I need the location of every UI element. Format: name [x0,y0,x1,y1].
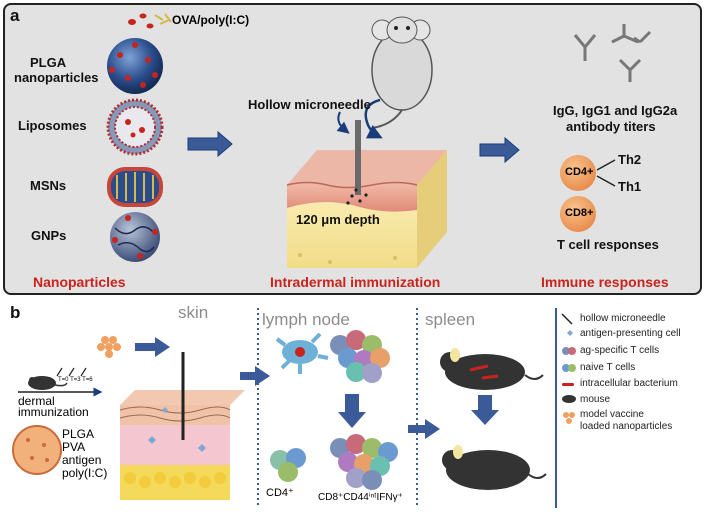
arrow-lymph-down-icon [338,394,366,428]
plga-label-line1: PLGA [30,55,67,70]
spleen-header: spleen [425,310,476,329]
cd8-cluster-icon [330,434,398,490]
plga-nanoparticle-icon [107,38,163,94]
gnps-label: GNPs [31,228,67,243]
dermal-label-line2: immunization [18,405,89,419]
arrow-to-responses-icon [479,136,520,164]
vaccine-particles-icon [97,336,121,358]
legend-bacterium: intracellular bacterium [580,378,678,389]
t-cell-label: T cell responses [557,237,659,252]
legend-model-vaccine: model vaccine [580,409,644,420]
arrow-skin-to-lymph-icon [240,366,270,386]
legend-hollow-microneedle: hollow microneedle [580,313,666,324]
legend-mouse: mouse [580,394,611,405]
msns-label: MSNs [30,178,67,193]
timeline-label: T=0 T=3 T=6 [58,377,93,383]
section-nanoparticles: Nanoparticles [33,274,126,290]
antigen-label: OVA/poly(I:C) [172,13,250,27]
th1-label: Th1 [618,179,642,194]
arrow-vaccine-to-skin-icon [135,337,170,357]
arrow-to-skin-icon [187,130,233,158]
skin-header: skin [178,303,209,322]
t-cell-cluster-icon [330,330,390,383]
legend-loaded-nanoparticles: loaded nanoparticles [580,421,673,432]
panel-b-letter: b [10,303,21,322]
legend-naive: naive T cells [580,362,636,373]
dermal-label-line1: dermal [18,394,55,408]
antibody-label-line2: antibody titers [566,119,656,134]
spleen-mouse-icon [440,348,544,390]
msn-icon [107,167,163,207]
arrow-spleen-down-icon [471,395,499,425]
microneedle-label: Hollow microneedle [248,97,371,112]
cd4-cluster-icon [270,448,306,482]
panel-a-letter: a [10,6,20,25]
antibody-icon [573,24,652,82]
timeline-mouse-icon [18,367,103,397]
depth-label: 120 μm depth [296,212,380,227]
nanoparticle-composition-icon [12,425,62,475]
cd8-label: CD8+ [565,207,594,219]
cd4-label: CD4+ [565,166,594,178]
spleen-mouse-after-icon [442,445,547,490]
liposome-icon [106,98,164,156]
cd8-cluster-label: CD8⁺CD44ⁱⁿᵗIFNγ⁺ [318,492,403,503]
composition-plga: PLGA [62,427,95,441]
composition-antigen: antigen [62,453,102,467]
legend-icons [561,313,576,424]
gnp-icon [110,212,160,262]
mouse-icon [364,16,433,139]
cd4-cell-icon [560,155,616,191]
th2-label: Th2 [618,152,642,167]
skin-block-icon [286,111,447,268]
antibody-label-line1: IgG, IgG1 and IgG2a [553,103,678,118]
antigen-icon [128,13,172,29]
cd4-cluster-label: CD4⁺ [266,487,294,499]
cd8-cell-icon [560,196,596,232]
plga-label-line2: nanoparticles [14,70,99,85]
composition-polyic: poly(I:C) [62,466,108,480]
skin-layers-icon [119,352,245,500]
liposomes-label: Liposomes [18,118,87,133]
apc-cell-icon [275,332,329,374]
legend-ag-specific: ag-specific T cells [580,345,660,356]
arrow-lymph-to-spleen-icon [408,419,440,439]
lymph-node-header: lymph node [262,310,350,329]
section-intradermal: Intradermal immunization [270,274,441,290]
legend-apc: antigen-presenting cell [580,328,681,339]
section-immune: Immune responses [541,274,669,290]
composition-pva: PVA [62,440,86,454]
